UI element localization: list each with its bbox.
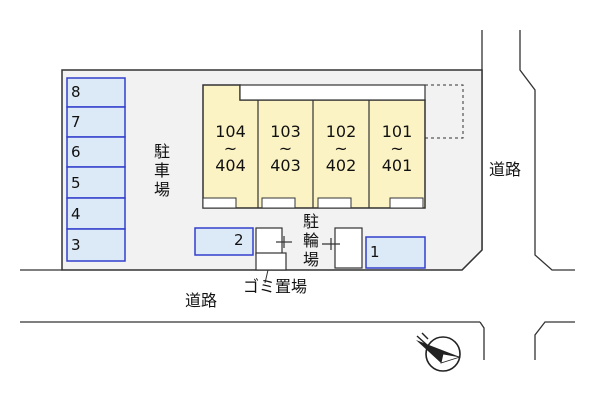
road-label-bottom: 道路	[185, 291, 218, 310]
unit-label-101: 101 ~ 401	[381, 122, 413, 175]
parking-slot-label: 2	[234, 231, 244, 249]
bike-parking-label: 駐輪場	[302, 212, 319, 269]
parking-slot-label: 4	[71, 205, 81, 223]
road-label-right: 道路	[489, 160, 522, 179]
apartment-building	[202, 84, 464, 209]
garbage-area-box	[255, 252, 287, 271]
bike-parking-structures	[255, 227, 363, 269]
parking-slot-label: 7	[71, 113, 81, 131]
unit-label-103: 103 ~ 403	[270, 122, 301, 175]
unit-label-102: 102 ~ 402	[325, 122, 357, 175]
car-parking-label: 駐車場	[153, 142, 170, 199]
parking-slot-label: 6	[71, 143, 81, 161]
parking-slot-label: 5	[71, 174, 81, 192]
unit-label-104: 104 ~ 404	[215, 122, 246, 175]
garbage-label: ゴミ置場	[243, 277, 308, 296]
north-arrow-icon	[416, 332, 461, 372]
garbage-leader-line	[264, 269, 269, 284]
parking-space-2-box	[194, 227, 254, 256]
parking-space-1-box	[365, 236, 426, 269]
parking-left-column	[66, 77, 126, 262]
parking-slot-label: 3	[71, 236, 81, 254]
parking-slot-label: 1	[370, 243, 380, 261]
parking-slot-label: 8	[71, 83, 81, 101]
